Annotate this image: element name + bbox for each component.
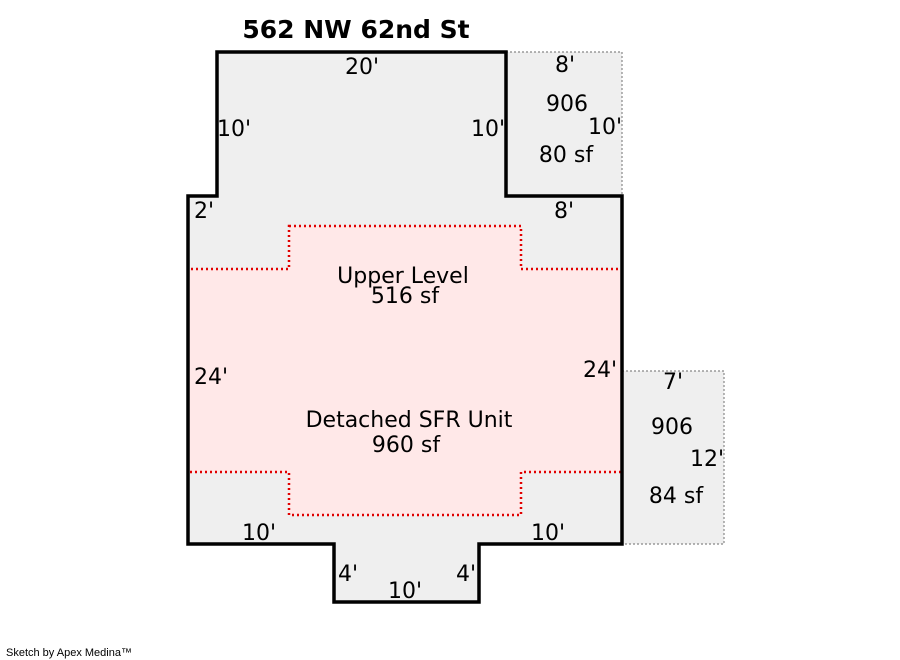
annex-bottom-dim-top: 7' (663, 370, 683, 395)
annex-bottom-area (621, 370, 725, 545)
annex-top-area-value: 80 sf (539, 143, 594, 168)
sketch-credit: Sketch by Apex Medina™ (6, 647, 132, 659)
dim-main-right-upper: 10' (471, 117, 505, 142)
annex-bottom-dim-side: 12' (690, 447, 724, 472)
dim-main-top: 20' (345, 55, 379, 80)
sketch-title: 562 NW 62nd St (242, 15, 469, 44)
dim-notch-bottom: 10' (388, 579, 422, 604)
dim-notch-left: 4' (338, 562, 358, 587)
dim-main-bottom-left: 10' (242, 521, 276, 546)
annex-top-area (505, 51, 623, 197)
annex-bottom-code: 906 (651, 415, 693, 440)
upper-level-area-value: 516 sf (371, 284, 440, 309)
dim-main-step-right: 8' (554, 199, 574, 224)
dim-main-bottom-right: 10' (531, 521, 565, 546)
main-floor-outline (186, 50, 624, 604)
dim-main-right: 24' (583, 358, 617, 383)
dim-main-left: 24' (194, 365, 228, 390)
annex-top-dim-side: 10' (588, 115, 622, 140)
dim-main-step-left: 2' (194, 199, 214, 224)
main-unit-name: Detached SFR Unit (306, 408, 513, 433)
dim-main-left-upper: 10' (217, 117, 251, 142)
annex-top-code: 906 (546, 92, 588, 117)
main-unit-area-value: 960 sf (372, 433, 441, 458)
annex-top-dim-top: 8' (555, 53, 575, 78)
dim-notch-right: 4' (456, 562, 476, 587)
annex-bottom-area-value: 84 sf (649, 484, 704, 509)
upper-level-name: Upper Level (337, 264, 469, 289)
